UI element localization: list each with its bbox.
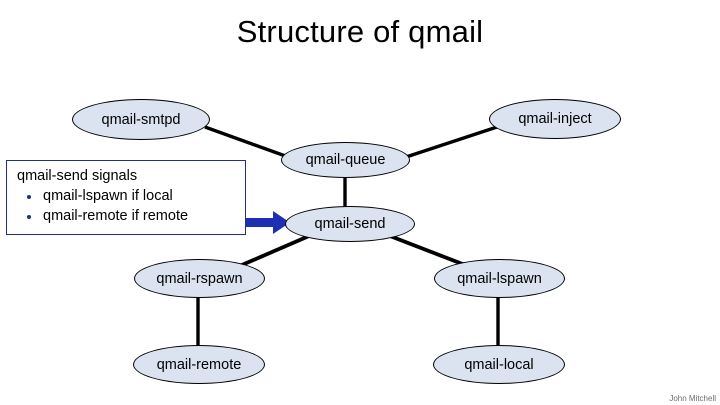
edge-inject-to-queue (402, 125, 498, 160)
page-title: Structure of qmail (236, 14, 484, 49)
node-label: qmail-smtpd (101, 111, 181, 128)
node-label: qmail-remote (156, 356, 242, 373)
node-qmail-local[interactable]: qmail-local (433, 345, 565, 384)
node-qmail-rspawn[interactable]: qmail-rspawn (134, 259, 265, 298)
node-label: qmail-local (464, 356, 534, 373)
node-label: qmail-queue (305, 152, 386, 168)
node-label: qmail-rspawn (156, 270, 243, 287)
node-qmail-inject[interactable]: qmail-inject (489, 99, 621, 139)
node-label: qmail-inject (518, 111, 592, 127)
node-qmail-lspawn[interactable]: qmail-lspawn (434, 259, 565, 298)
node-label: qmail-lspawn (457, 270, 542, 287)
author-credit: John Mitchell (669, 394, 716, 403)
node-qmail-smtpd[interactable]: qmail-smtpd (72, 99, 210, 140)
callout-bullet-item: qmail-lspawn if local (17, 187, 237, 207)
callout-bullet-list: qmail-lspawn if local qmail-remote if re… (17, 187, 237, 226)
callout-box-qmail-send-signals[interactable]: qmail-send signals qmail-lspawn if local… (6, 160, 246, 235)
callout-bullet-item: qmail-remote if remote (17, 207, 237, 227)
edge-smtpd-to-queue (204, 125, 292, 160)
node-qmail-send[interactable]: qmail-send (285, 206, 415, 242)
edge-send-to-rspawn (234, 234, 310, 270)
node-qmail-remote[interactable]: qmail-remote (133, 345, 265, 384)
callout-arrow-icon (239, 211, 290, 234)
node-label: qmail-send (314, 216, 386, 232)
node-qmail-queue[interactable]: qmail-queue (281, 142, 410, 178)
callout-heading: qmail-send signals (17, 168, 138, 184)
